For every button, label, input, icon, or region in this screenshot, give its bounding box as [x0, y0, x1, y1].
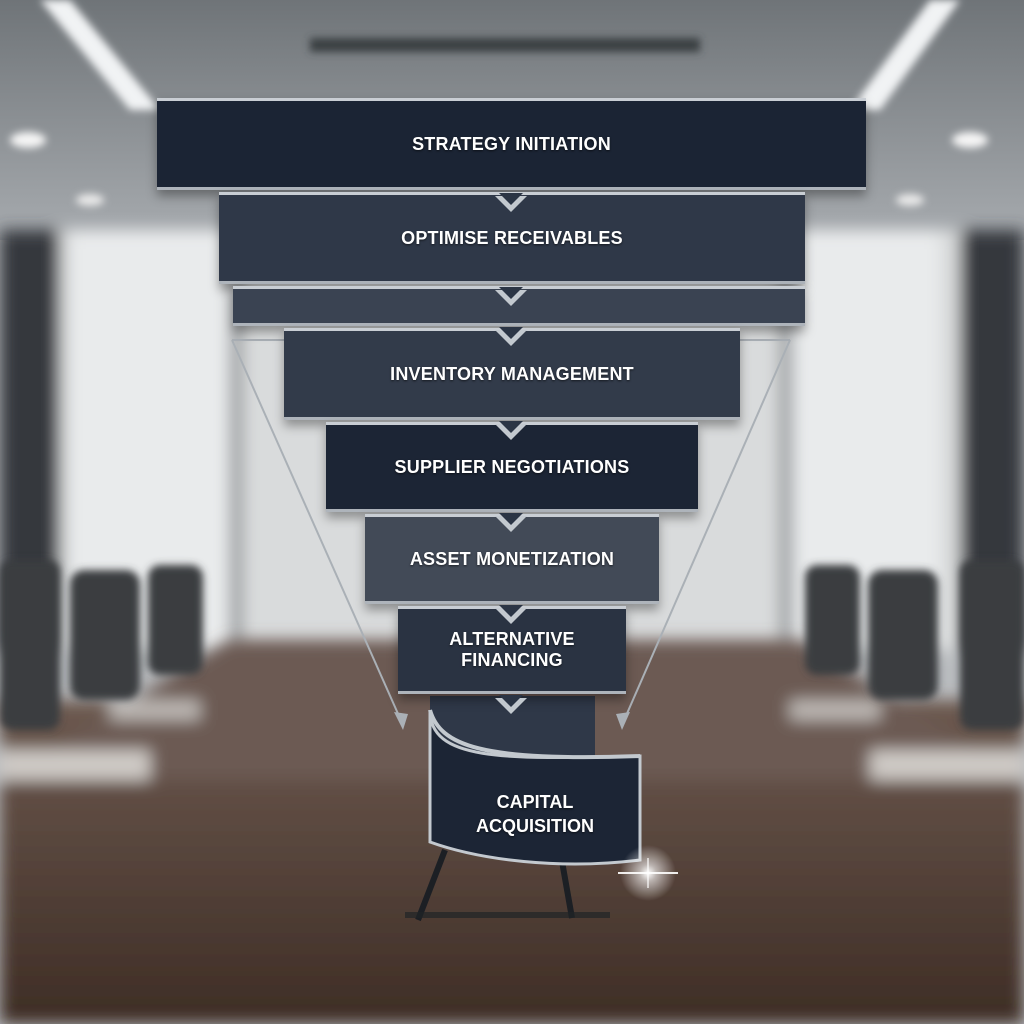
final-stage-label-line1: CAPITAL [496, 792, 574, 812]
final-stage-label-line2: ACQUISITION [475, 816, 594, 836]
stage-label: SUPPLIER NEGOTIATIONS [394, 456, 630, 477]
chevron-down-icon [495, 327, 527, 346]
chevron-down-icon [495, 513, 527, 532]
stage-label: INVENTORY MANAGEMENT [390, 363, 634, 384]
funnel-stage-capital-acquisition: CAPITAL ACQUISITION [430, 790, 640, 838]
stage-label: OPTIMISE RECEIVABLES [401, 227, 623, 248]
stage-label: ASSET MONETIZATION [409, 548, 615, 569]
chevron-down-icon [495, 287, 527, 306]
stage-label: STRATEGY INITIATION [412, 133, 611, 154]
stage-label: ALTERNATIVE FINANCING [449, 629, 575, 670]
funnel-stage-strategy-initiation: STRATEGY INITIATION [157, 98, 866, 190]
chevron-down-icon [495, 605, 527, 624]
chevron-down-icon [495, 695, 527, 714]
chevron-down-icon [495, 193, 527, 212]
chevron-down-icon [495, 421, 527, 440]
